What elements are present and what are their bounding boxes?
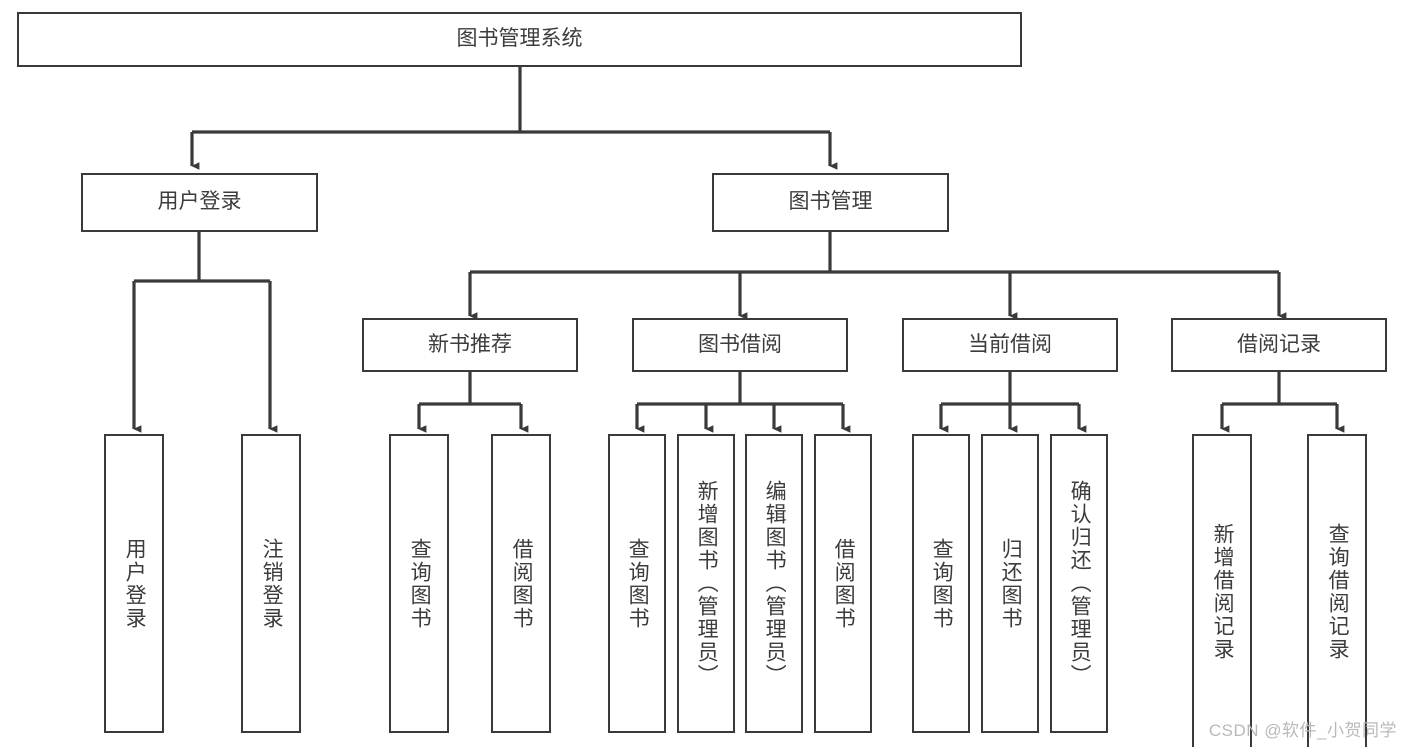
node-leaf-query-book-1-label: 查询图书 xyxy=(408,537,432,630)
node-leaf-query-record-label: 查询借阅记录 xyxy=(1326,523,1350,661)
node-book-borrow[interactable]: 图书借阅 xyxy=(632,318,848,372)
node-leaf-add-record[interactable]: 新增借阅记录 xyxy=(1192,434,1252,747)
node-leaf-user-login-label: 用户登录 xyxy=(123,537,147,630)
node-leaf-query-book-2[interactable]: 查询图书 xyxy=(608,434,666,733)
node-leaf-confirm-return[interactable]: 确认归还（管理员） xyxy=(1050,434,1108,733)
node-leaf-borrow-book-2-label: 借阅图书 xyxy=(832,537,856,630)
node-leaf-borrow-book-1[interactable]: 借阅图书 xyxy=(491,434,551,733)
node-user-login[interactable]: 用户登录 xyxy=(81,173,318,232)
node-leaf-logout[interactable]: 注销登录 xyxy=(241,434,301,733)
node-leaf-confirm-return-label: 确认归还（管理员） xyxy=(1068,480,1092,687)
node-leaf-query-book-3[interactable]: 查询图书 xyxy=(912,434,970,733)
node-leaf-edit-book-label: 编辑图书（管理员） xyxy=(763,480,787,687)
node-borrow-record-label: 借阅记录 xyxy=(1237,332,1321,356)
node-book-management[interactable]: 图书管理 xyxy=(712,173,949,232)
node-root[interactable]: 图书管理系统 xyxy=(17,12,1022,67)
node-leaf-borrow-book-2[interactable]: 借阅图书 xyxy=(814,434,872,733)
node-leaf-query-book-2-label: 查询图书 xyxy=(626,537,650,630)
node-book-borrow-label: 图书借阅 xyxy=(698,332,782,356)
node-leaf-add-record-label: 新增借阅记录 xyxy=(1211,523,1235,661)
node-borrow-record[interactable]: 借阅记录 xyxy=(1171,318,1387,372)
node-leaf-return-book[interactable]: 归还图书 xyxy=(981,434,1039,733)
node-leaf-add-book[interactable]: 新增图书（管理员） xyxy=(677,434,735,733)
node-leaf-borrow-book-1-label: 借阅图书 xyxy=(510,537,534,630)
node-leaf-add-book-label: 新增图书（管理员） xyxy=(695,480,719,687)
node-book-management-label: 图书管理 xyxy=(788,190,873,214)
node-leaf-user-login[interactable]: 用户登录 xyxy=(104,434,164,733)
node-leaf-edit-book[interactable]: 编辑图书（管理员） xyxy=(745,434,803,733)
node-leaf-return-book-label: 归还图书 xyxy=(999,537,1023,630)
node-new-book-recommend[interactable]: 新书推荐 xyxy=(362,318,578,372)
node-leaf-logout-label: 注销登录 xyxy=(260,537,284,630)
node-user-login-label: 用户登录 xyxy=(157,190,242,214)
node-leaf-query-book-3-label: 查询图书 xyxy=(930,537,954,630)
node-leaf-query-record[interactable]: 查询借阅记录 xyxy=(1307,434,1367,747)
node-current-borrow[interactable]: 当前借阅 xyxy=(902,318,1118,372)
node-new-book-recommend-label: 新书推荐 xyxy=(428,332,512,356)
node-leaf-query-book-1[interactable]: 查询图书 xyxy=(389,434,449,733)
node-current-borrow-label: 当前借阅 xyxy=(968,332,1052,356)
node-root-label: 图书管理系统 xyxy=(456,27,583,51)
